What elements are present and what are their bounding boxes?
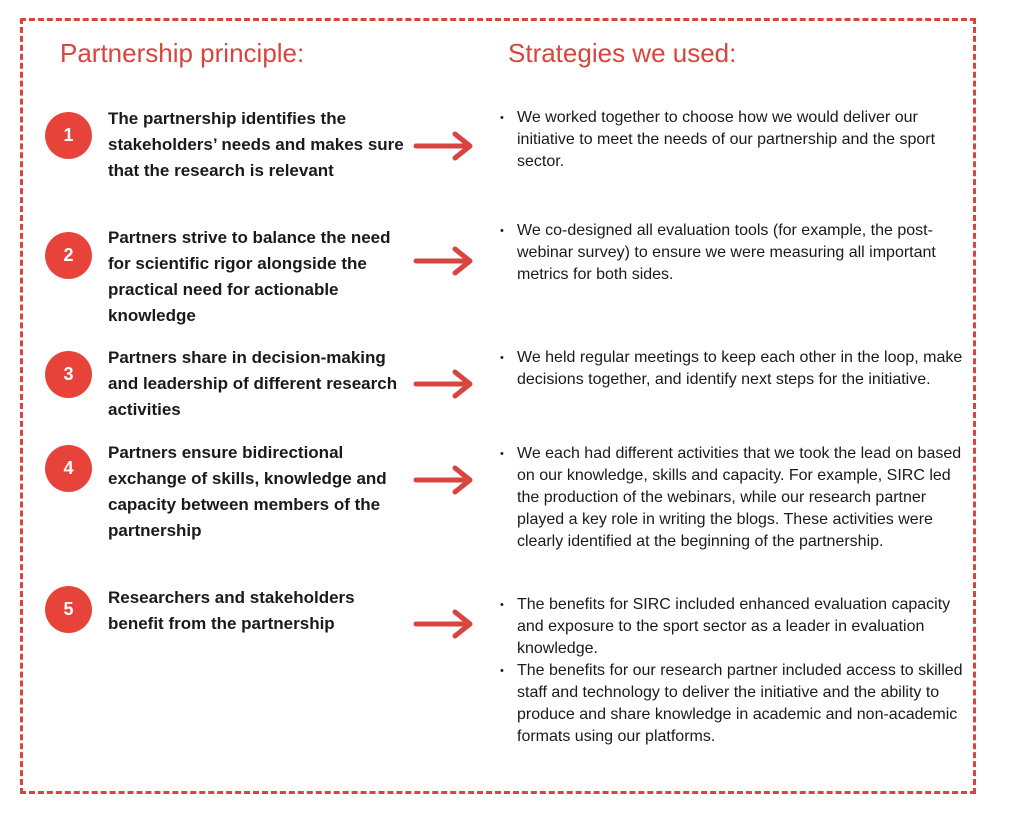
principle-2: Partners strive to balance the need for … xyxy=(108,228,391,325)
strategy-item: The benefits for SIRC included enhanced … xyxy=(500,594,968,660)
strategy-item: We co-designed all evaluation tools (for… xyxy=(500,220,968,286)
number-badge-1: 1 xyxy=(45,112,92,159)
principle-4: Partners ensure bidirectional exchange o… xyxy=(108,443,387,540)
strategies-list-3: We held regular meetings to keep each ot… xyxy=(500,347,968,391)
right-arrow-icon xyxy=(413,465,473,495)
right-arrow-icon xyxy=(413,131,473,161)
principle-column-header: Partnership principle: xyxy=(60,38,305,68)
strategies-list-5: The benefits for SIRC included enhanced … xyxy=(500,594,968,748)
strategies-column-header: Strategies we used: xyxy=(508,38,737,68)
strategies-list-4: We each had different activities that we… xyxy=(500,443,968,553)
number-badge-2: 2 xyxy=(45,232,92,279)
right-arrow-icon xyxy=(413,369,473,399)
number-badge-4: 4 xyxy=(45,445,92,492)
strategies-list-2: We co-designed all evaluation tools (for… xyxy=(500,220,968,286)
principle-5: Researchers and stakeholders benefit fro… xyxy=(108,588,355,633)
dashed-border-frame xyxy=(20,18,976,794)
number-badge-5: 5 xyxy=(45,586,92,633)
principle-3: Partners share in decision-making and le… xyxy=(108,348,398,419)
strategy-item: We each had different activities that we… xyxy=(500,443,968,553)
number-badge-3: 3 xyxy=(45,351,92,398)
right-arrow-icon xyxy=(413,609,473,639)
strategy-item: We held regular meetings to keep each ot… xyxy=(500,347,968,391)
right-arrow-icon xyxy=(413,246,473,276)
principle-1: The partnership identifies the stakehold… xyxy=(108,109,404,180)
strategy-item: We worked together to choose how we woul… xyxy=(500,107,968,173)
strategies-list-1: We worked together to choose how we woul… xyxy=(500,107,968,173)
strategy-item: The benefits for our research partner in… xyxy=(500,660,968,748)
